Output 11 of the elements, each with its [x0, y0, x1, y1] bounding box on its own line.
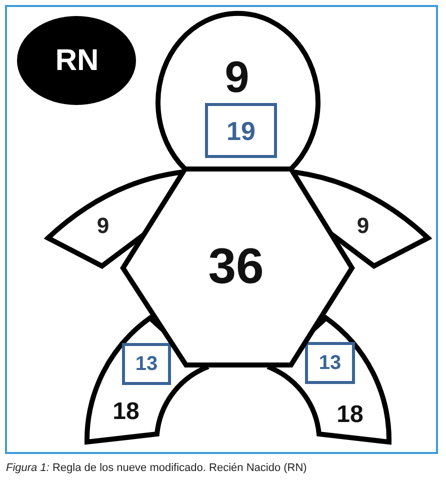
- figure-caption: Figura 1: Regla de los nueve modificado. Recién Nacido (RN): [6, 462, 307, 474]
- percentage-box: 13: [305, 342, 355, 384]
- percentage-box: 19: [205, 103, 277, 158]
- percentage-label: 9: [356, 215, 370, 237]
- percentage-label: 36: [208, 241, 264, 291]
- percentage-label: 9: [96, 215, 110, 237]
- percentage-label: 9: [224, 56, 250, 100]
- percentage-box: 13: [122, 343, 171, 385]
- percentage-label: 18: [336, 403, 364, 427]
- badge-label: RN: [55, 46, 99, 76]
- percentage-label: 18: [112, 400, 140, 424]
